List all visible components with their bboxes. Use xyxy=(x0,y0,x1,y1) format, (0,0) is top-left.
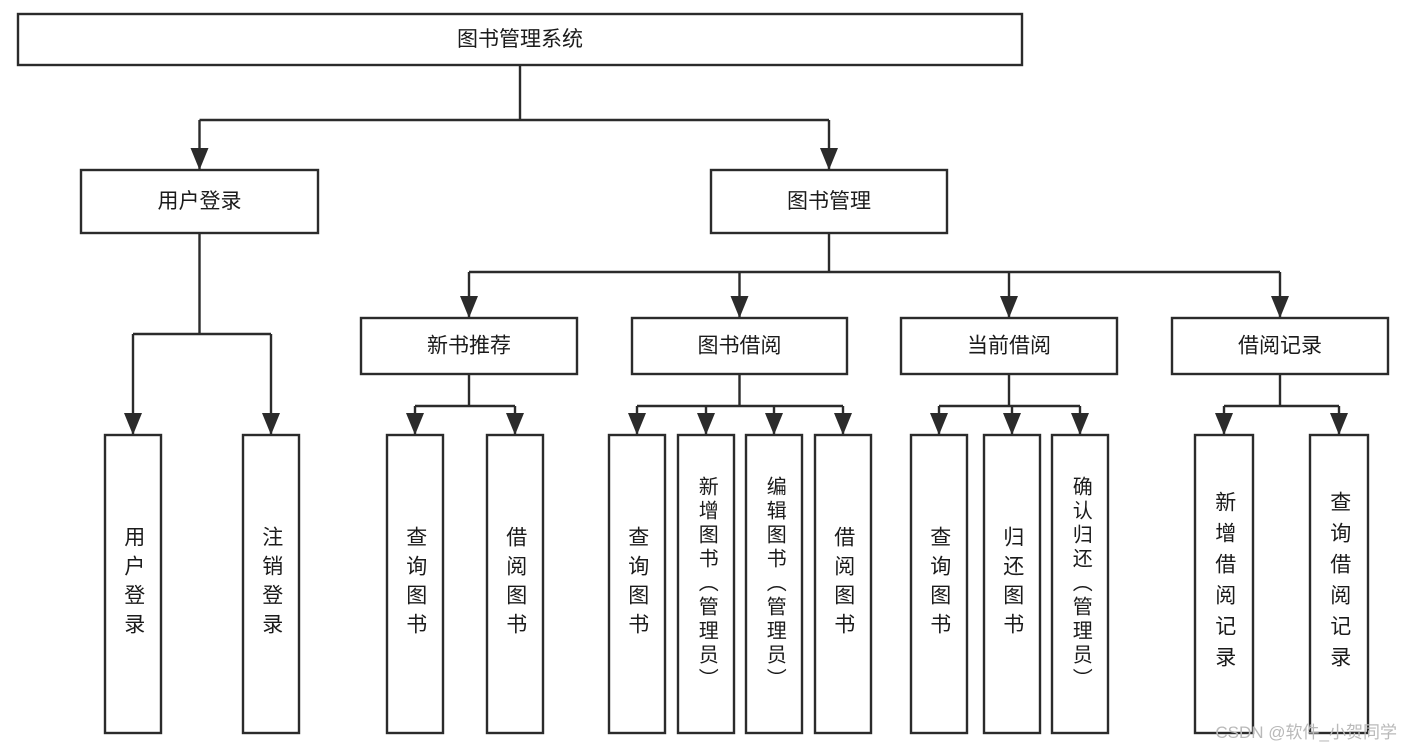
current-arrow-2 xyxy=(1071,413,1089,435)
current-arrow-1 xyxy=(1003,413,1021,435)
user-login-arrow-1 xyxy=(262,413,280,435)
level3-node-box-1[interactable] xyxy=(630,316,849,376)
borrow-arrow-1 xyxy=(697,413,715,435)
user-login-arrow-0 xyxy=(124,413,142,435)
connector-layer xyxy=(124,65,1348,435)
new-book-arrow-1 xyxy=(506,413,524,435)
leaf-node-box-11[interactable] xyxy=(1193,433,1255,735)
book-mgmt-arrow-1 xyxy=(730,296,749,318)
leaf-node-box-2[interactable] xyxy=(385,433,445,735)
box-layer xyxy=(16,12,1390,735)
borrow-arrow-3 xyxy=(834,413,852,435)
book-mgmt-arrow-0 xyxy=(460,296,478,318)
leaf-node-box-10[interactable] xyxy=(1050,433,1110,735)
level2-node-label-1: 图书管理 xyxy=(787,190,871,213)
root-arrow-0 xyxy=(190,148,209,170)
root-node-label: 图书管理系统 xyxy=(457,28,583,51)
record-arrow-0 xyxy=(1215,413,1233,435)
root-arrow-1 xyxy=(820,148,838,170)
level3-node-label-1: 图书借阅 xyxy=(698,335,782,358)
leaf-node-box-9[interactable] xyxy=(982,433,1042,735)
borrow-arrow-0 xyxy=(628,413,646,435)
level3-node-box-2[interactable] xyxy=(899,316,1119,376)
leaf-node-box-12[interactable] xyxy=(1308,433,1370,735)
leaf-node-box-0[interactable] xyxy=(103,433,163,735)
level3-node-box-3[interactable] xyxy=(1170,316,1390,376)
borrow-arrow-2 xyxy=(765,413,783,435)
level2-node-box-1[interactable] xyxy=(709,168,949,235)
level3-node-box-0[interactable] xyxy=(359,316,579,376)
new-book-arrow-0 xyxy=(406,413,424,435)
leaf-node-box-7[interactable] xyxy=(813,433,873,735)
leaf-node-box-8[interactable] xyxy=(909,433,969,735)
leaf-node-box-3[interactable] xyxy=(485,433,545,735)
level3-node-label-0: 新书推荐 xyxy=(427,335,511,358)
record-arrow-1 xyxy=(1330,413,1348,435)
level3-node-label-3: 借阅记录 xyxy=(1238,335,1322,358)
leaf-node-box-1[interactable] xyxy=(241,433,301,735)
current-arrow-0 xyxy=(930,413,948,435)
level2-node-box-0[interactable] xyxy=(79,168,320,235)
book-mgmt-arrow-2 xyxy=(1000,296,1018,318)
level3-node-label-2: 当前借阅 xyxy=(967,335,1051,358)
leaf-node-box-5[interactable] xyxy=(676,433,736,735)
leaf-node-box-6[interactable] xyxy=(744,433,804,735)
root-node-box[interactable] xyxy=(16,12,1024,67)
book-mgmt-arrow-3 xyxy=(1271,296,1289,318)
leaf-node-box-4[interactable] xyxy=(607,433,667,735)
level2-node-label-0: 用户登录 xyxy=(158,190,242,213)
